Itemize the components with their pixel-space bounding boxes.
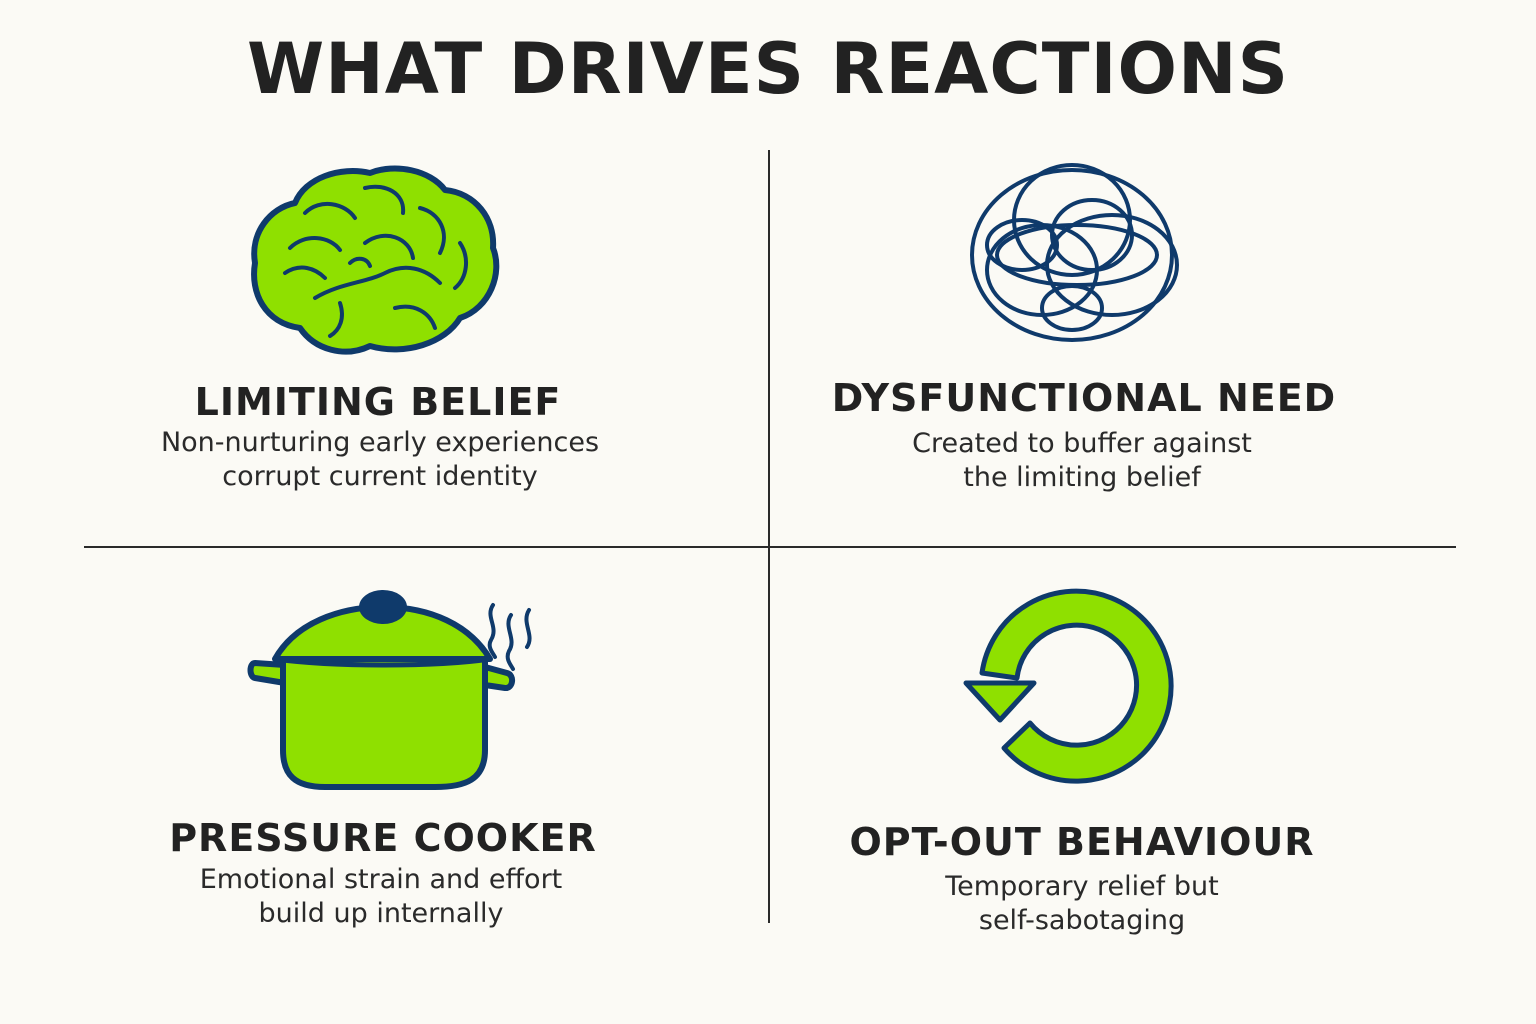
description-line: build up internally bbox=[258, 898, 504, 929]
quadrant-description: Temporary relief but self-sabotaging bbox=[772, 870, 1392, 938]
page-title: WHAT DRIVES REACTIONS bbox=[246, 28, 1290, 110]
description-line: Non-nurturing early experiences bbox=[160, 427, 600, 458]
description-line: Temporary relief but bbox=[945, 871, 1219, 902]
quadrant-description: Non-nurturing early experiences corrupt … bbox=[70, 426, 690, 494]
quadrant-title: OPT-OUT BEHAVIOUR bbox=[849, 820, 1315, 864]
description-line: Emotional strain and effort bbox=[199, 864, 563, 895]
circular-arrow-icon bbox=[963, 588, 1174, 784]
tangled-scribble-icon bbox=[970, 163, 1179, 342]
quadrant-title: LIMITING BELIEF bbox=[194, 380, 562, 424]
description-line: self-sabotaging bbox=[978, 905, 1186, 936]
quadrant-description: Emotional strain and effort build up int… bbox=[71, 863, 691, 931]
pressure-cooker-icon bbox=[247, 590, 532, 790]
quadrant-title: PRESSURE COOKER bbox=[169, 816, 597, 860]
quadrant-title: DYSFUNCTIONAL NEED bbox=[831, 376, 1337, 420]
quadrant-description: Created to buffer against the limiting b… bbox=[772, 427, 1392, 495]
description-line: the limiting belief bbox=[963, 462, 1201, 493]
horizontal-divider bbox=[84, 546, 1456, 548]
description-line: Created to buffer against bbox=[912, 428, 1252, 459]
description-line: corrupt current identity bbox=[222, 461, 538, 492]
vertical-divider bbox=[768, 150, 770, 923]
brain-icon bbox=[251, 165, 500, 355]
